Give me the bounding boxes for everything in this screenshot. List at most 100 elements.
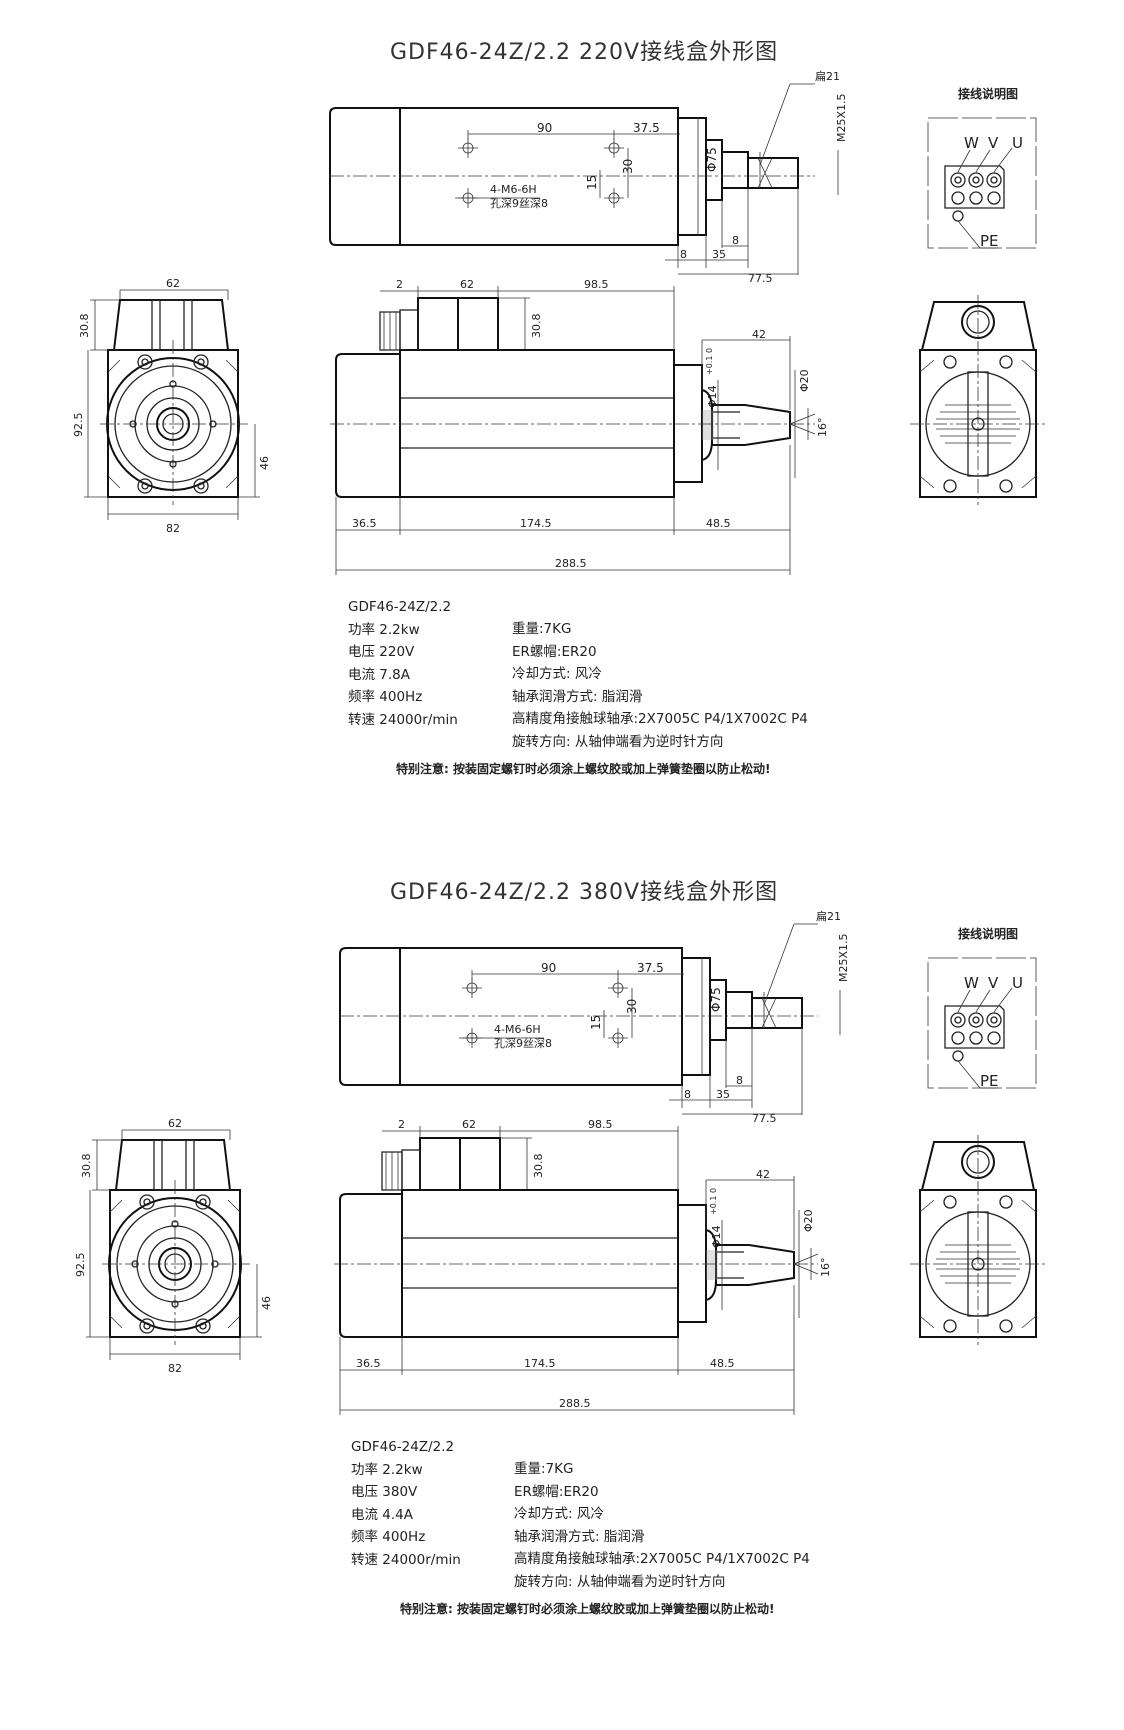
dim-2: 2 — [396, 278, 403, 291]
spec-list-left: GDF46-24Z/2.2 功率 2.2kw 电压 380V 电流 4.4A 频… — [351, 1436, 461, 1571]
technical-drawing: 90 37.5 30 15 4-M6-6H 孔深9丝深8 Φ75 扁21 M25… — [72, 70, 1046, 575]
dim-flange-62: 62 — [168, 1117, 182, 1130]
wiring-title: 接线说明图 — [958, 86, 1018, 101]
top-view: 90 37.5 30 15 4-M6-6H 孔深9丝深8 Φ75 扁21 M25… — [329, 70, 848, 285]
dim-48-5: 48.5 — [706, 517, 731, 530]
dim-phi14: Φ14 — [706, 385, 719, 408]
wiring-title: 接线说明图 — [958, 926, 1018, 941]
sheet-220v: GDF46-24Z/2.2 220V接线盒外形图 — [0, 0, 1124, 840]
terminal-w: W — [964, 974, 979, 992]
spec-frequency: 频率 400Hz — [351, 1529, 426, 1545]
dim-flange-30-8: 30.8 — [78, 314, 91, 339]
dim-288-5: 288.5 — [555, 557, 587, 570]
rear-view — [910, 295, 1046, 505]
drawing-title: GDF46-24Z/2.2 220V接线盒外形图 — [390, 40, 779, 65]
terminal-w: W — [964, 134, 979, 152]
dim-174-5: 174.5 — [520, 517, 552, 530]
dim-flange-46: 46 — [260, 1296, 273, 1310]
wiring-diagram: 接线说明图 W V U PE — [927, 926, 1037, 1090]
dim-35: 35 — [716, 1088, 730, 1101]
dim-30-8: 30.8 — [530, 314, 543, 339]
dim-15: 15 — [589, 1015, 603, 1030]
dim-30: 30 — [621, 159, 635, 174]
dim-174-5: 174.5 — [524, 1357, 556, 1370]
front-view: 2 62 98.5 30.8 — [330, 278, 829, 575]
dim-62: 62 — [462, 1118, 476, 1131]
drawing-title: GDF46-24Z/2.2 380V接线盒外形图 — [390, 880, 779, 905]
spec-weight: 重量:7KG — [514, 1461, 574, 1477]
dim-phi14: Φ14 — [710, 1225, 723, 1248]
dim-thread: M25X1.5 — [835, 93, 848, 142]
spec-voltage: 电压 380V — [351, 1484, 418, 1500]
dim-36-5: 36.5 — [352, 517, 377, 530]
dim-16deg: 16° — [819, 1258, 832, 1278]
spec-power: 功率 2.2kw — [351, 1461, 423, 1478]
spec-collet: ER螺帽:ER20 — [514, 1483, 599, 1500]
spec-lubrication: 轴承润滑方式: 脂润滑 — [514, 1528, 645, 1545]
terminal-v: V — [988, 974, 999, 992]
terminal-u: U — [1012, 974, 1023, 992]
terminal-v: V — [988, 134, 999, 152]
terminal-u: U — [1012, 134, 1023, 152]
dim-77-5: 77.5 — [752, 1112, 777, 1125]
dim-37-5: 37.5 — [633, 121, 660, 135]
spec-list-left: GDF46-24Z/2.2 功率 2.2kw 电压 220V 电流 7.8A 频… — [348, 596, 458, 731]
dim-flange-82: 82 — [166, 522, 180, 535]
spec-current: 电流 7.8A — [348, 666, 410, 683]
dim-15: 15 — [585, 175, 599, 190]
dim-phi75: Φ75 — [709, 987, 723, 1012]
dim-42: 42 — [756, 1168, 770, 1181]
dim-phi20: Φ20 — [802, 1209, 815, 1232]
technical-drawing: 90 37.5 30 15 4-M6-6H 孔深9丝深8 Φ75 扁21 M25… — [74, 910, 1046, 1415]
flange-view: 62 30.8 92.5 46 82 — [72, 277, 271, 535]
dim-98-5: 98.5 — [588, 1118, 613, 1131]
hole-spec: 4-M6-6H — [494, 1023, 541, 1036]
dim-thread: M25X1.5 — [837, 933, 850, 982]
dim-48-5: 48.5 — [710, 1357, 735, 1370]
spec-cooling: 冷却方式: 风冷 — [512, 666, 602, 682]
dim-tolerance: +0.1 0 — [709, 1188, 718, 1215]
spec-frequency: 频率 400Hz — [348, 689, 423, 705]
dim-phi75: Φ75 — [705, 147, 719, 172]
spec-bearing: 高精度角接触球轴承:2X7005C P4/1X7002C P4 — [514, 1551, 810, 1567]
warning-note: 特别注意: 按装固定螺钉时必须涂上螺纹胶或加上弹簧垫圈以防止松动! — [396, 762, 771, 776]
dim-8a: 8 — [680, 248, 687, 261]
spec-speed: 转速 24000r/min — [348, 711, 458, 728]
terminal-pe: PE — [980, 1072, 999, 1090]
dim-tolerance: +0.1 0 — [705, 348, 714, 375]
dim-90: 90 — [537, 121, 552, 135]
dim-flange-62: 62 — [166, 277, 180, 290]
dim-flange-92-5: 92.5 — [74, 1253, 87, 1278]
dim-90: 90 — [541, 961, 556, 975]
dim-flange-46: 46 — [258, 456, 271, 470]
front-view: 2 62 98.5 30.8 42 — [334, 1118, 832, 1415]
dim-flange-30-8: 30.8 — [80, 1154, 93, 1179]
spec-bearing: 高精度角接触球轴承:2X7005C P4/1X7002C P4 — [512, 711, 808, 727]
dim-flange-92-5: 92.5 — [72, 413, 85, 438]
dim-flange-82: 82 — [168, 1362, 182, 1375]
top-view: 90 37.5 30 15 4-M6-6H 孔深9丝深8 Φ75 扁21 M25… — [339, 910, 850, 1125]
dim-37-5: 37.5 — [637, 961, 664, 975]
dim-8b: 8 — [732, 234, 739, 247]
hole-depth: 孔深9丝深8 — [490, 197, 548, 210]
spec-model: GDF46-24Z/2.2 — [351, 1439, 455, 1455]
spec-list-right: 重量:7KG ER螺帽:ER20 冷却方式: 风冷 轴承润滑方式: 脂润滑 高精… — [512, 618, 808, 753]
dim-wrench: 扁21 — [816, 910, 841, 923]
spec-cooling: 冷却方式: 风冷 — [514, 1506, 604, 1522]
dim-35: 35 — [712, 248, 726, 261]
flange-view: 62 30.8 92.5 46 82 — [74, 1117, 273, 1375]
dim-2: 2 — [398, 1118, 405, 1131]
spec-rotation: 旋转方向: 从轴伸端看为逆时针方向 — [512, 733, 724, 750]
dim-30-8: 30.8 — [532, 1154, 545, 1179]
dim-36-5: 36.5 — [356, 1357, 381, 1370]
dim-wrench: 扁21 — [815, 70, 840, 83]
dim-phi20: Φ20 — [798, 369, 811, 392]
spec-rotation: 旋转方向: 从轴伸端看为逆时针方向 — [514, 1573, 726, 1590]
dim-30: 30 — [625, 999, 639, 1014]
spec-list-right: 重量:7KG ER螺帽:ER20 冷却方式: 风冷 轴承润滑方式: 脂润滑 高精… — [514, 1458, 810, 1593]
sheet-380v: GDF46-24Z/2.2 380V接线盒外形图 — [0, 840, 1124, 1680]
warning-note: 特别注意: 按装固定螺钉时必须涂上螺纹胶或加上弹簧垫圈以防止松动! — [400, 1602, 775, 1616]
dim-62: 62 — [460, 278, 474, 291]
dim-42: 42 — [752, 328, 766, 341]
terminal-pe: PE — [980, 232, 999, 250]
